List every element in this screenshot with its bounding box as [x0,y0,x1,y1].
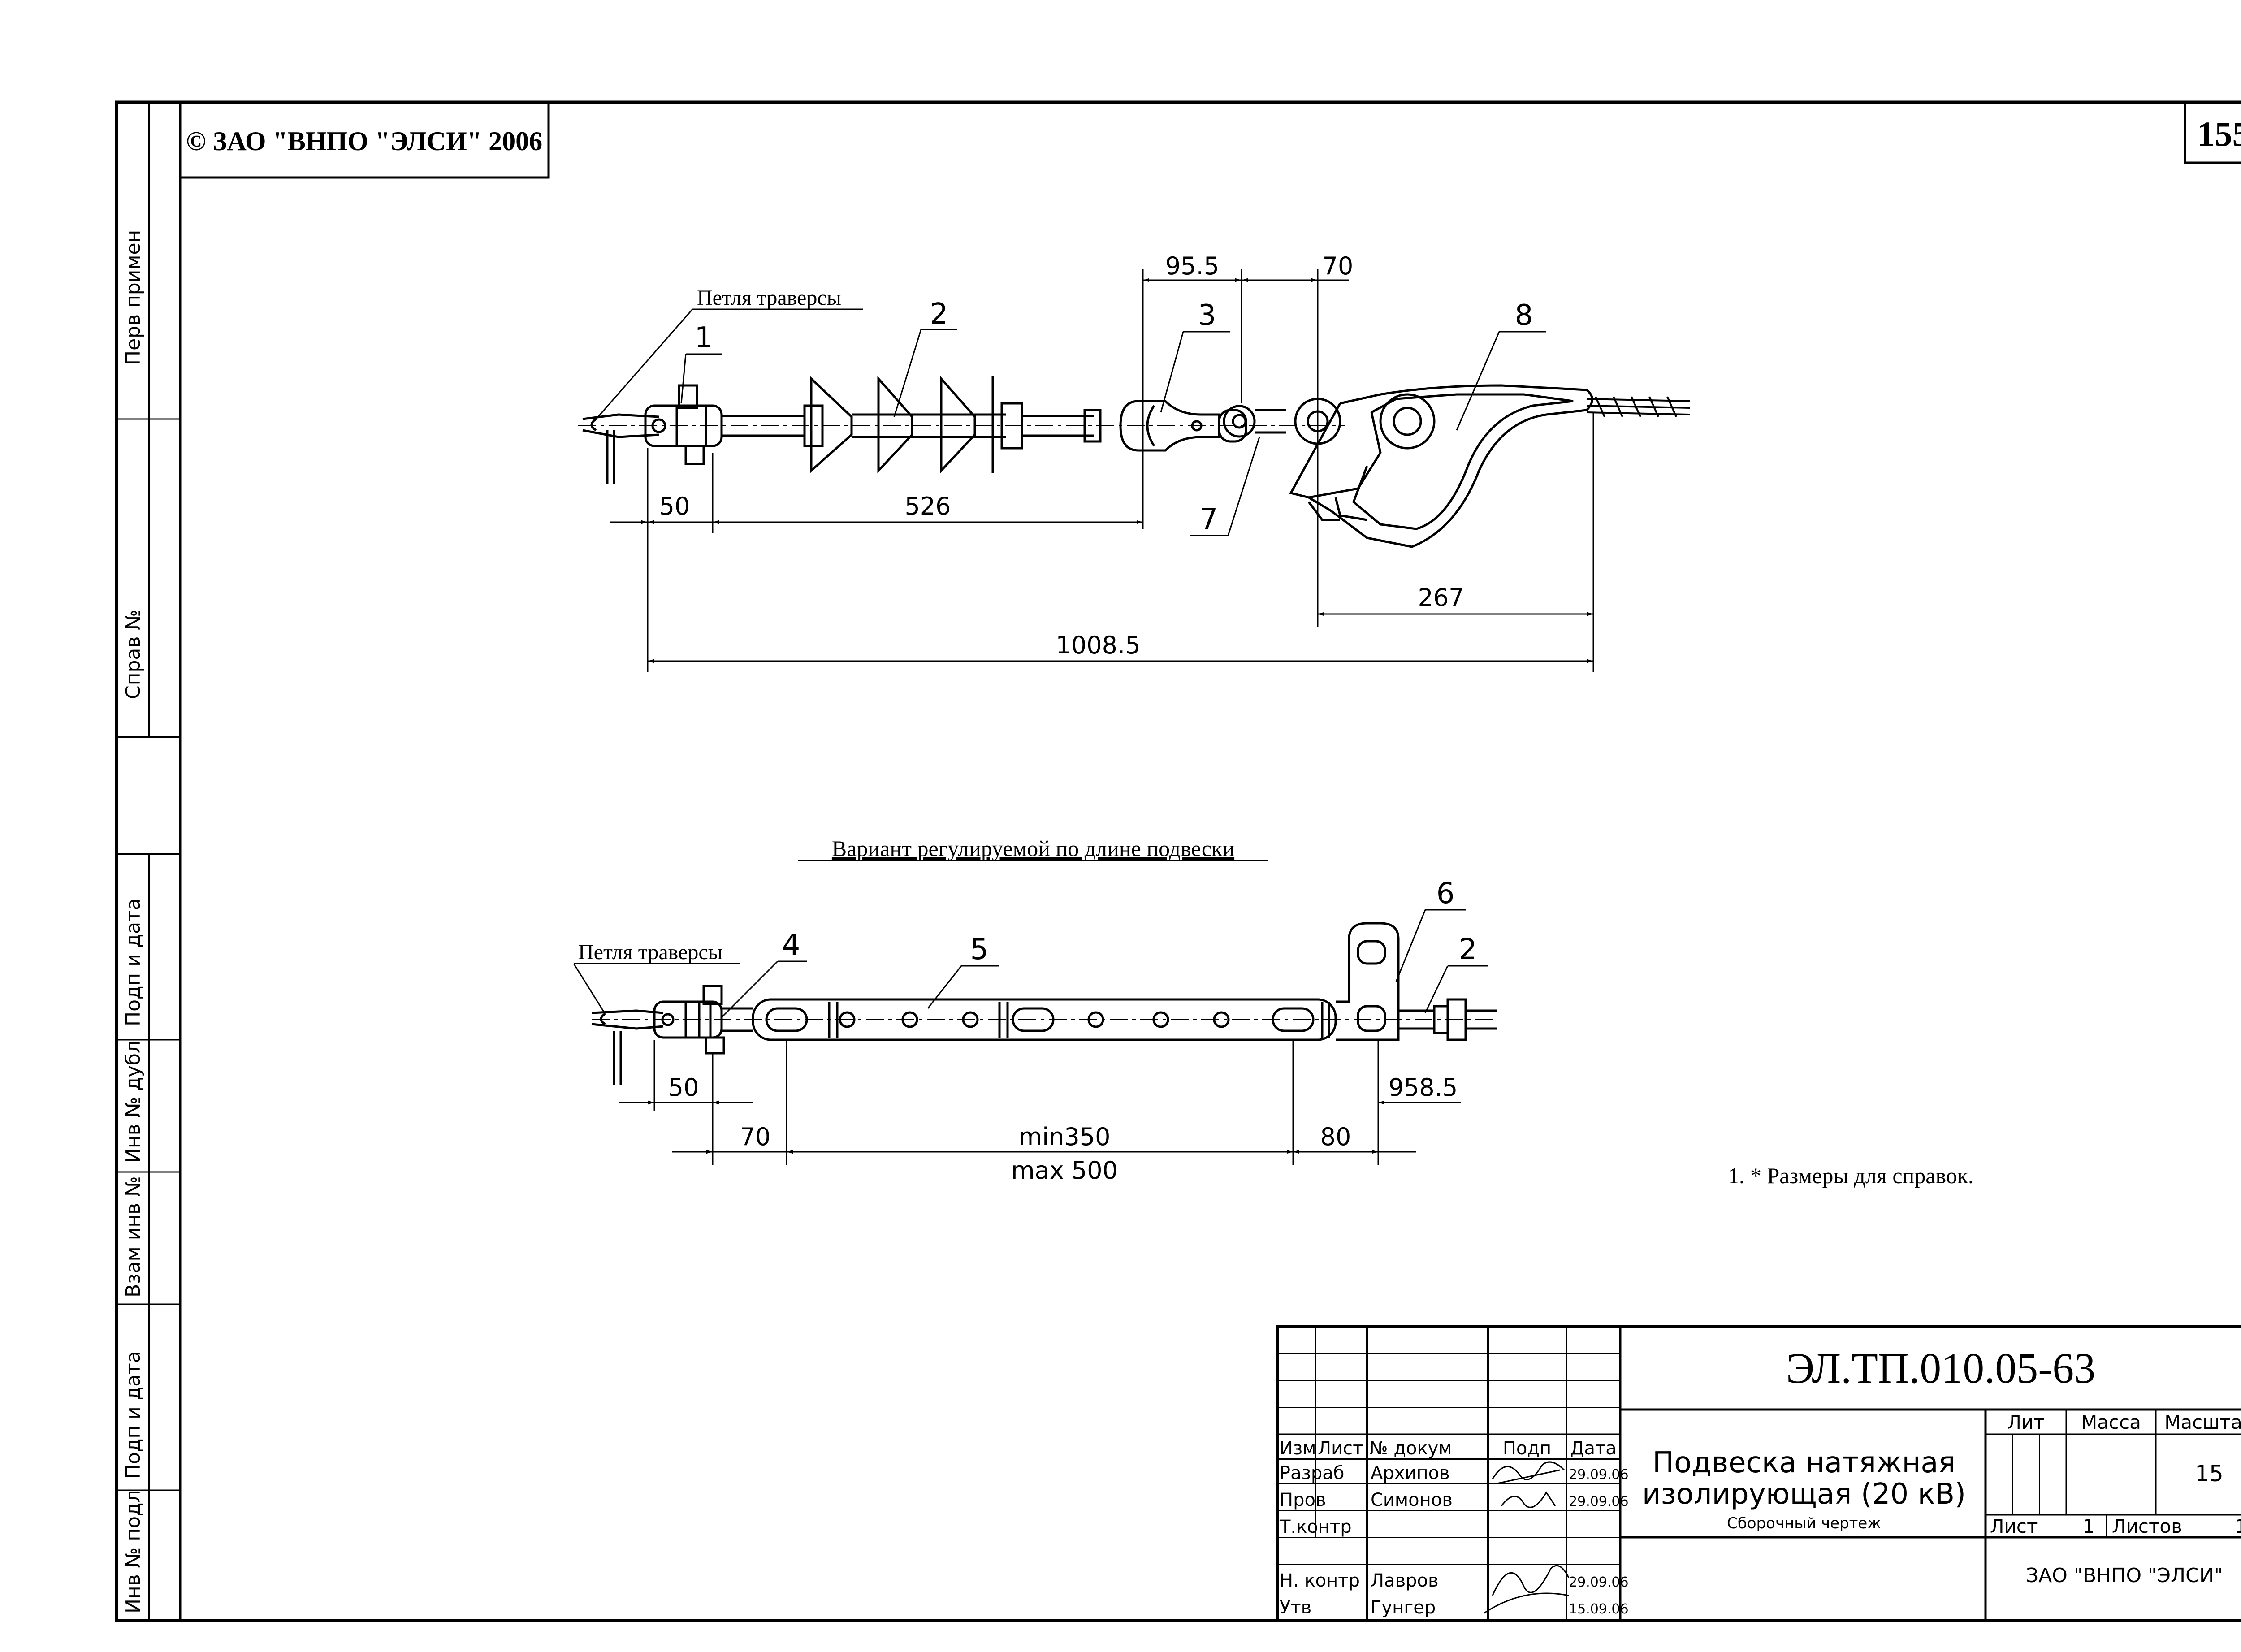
pos-2-top: 2 [930,298,948,331]
hdr-massa: Масса [2081,1411,2141,1433]
product-name-line1: Подвеска натяжная [1653,1446,1955,1479]
signatures [1483,1461,1570,1614]
date-razrab: 29.09.06 [1569,1467,1629,1483]
product-name-line2: изолирующая (20 кВ) [1642,1478,1966,1511]
role-utv: Утв [1280,1597,1311,1618]
bottom-leaders [573,909,1488,1018]
date-utv: 15.09.06 [1569,1601,1629,1617]
margin-inv-dubl: Инв № дубл [122,1041,145,1163]
sheet-value: 1 [2083,1515,2095,1537]
name-nkontr: Лавров [1371,1570,1439,1591]
dim-526: 526 [904,492,951,520]
conductor-top [1586,396,1690,417]
insulator-end-2 [1398,998,1497,1041]
bottom-dim-labels: 50 70 min350 max 500 80 958.5 [668,1073,1458,1185]
signature-razrab [1492,1461,1565,1484]
dim-958-5: 958.5 [1389,1073,1458,1102]
scale-value: 15 [2195,1461,2224,1487]
hdr-data: Дата [1570,1438,1617,1459]
dim-50-top: 50 [659,492,690,520]
copyright-box: © ЗАО "ВНПО "ЭЛСИ" 2006 [179,101,550,179]
page-number-box: 155 [2184,101,2241,164]
bottom-labels: Петля траверсы 4 5 6 2 [578,877,1477,966]
variant-title: Вариант регулируемой по длине подвески [832,836,1234,861]
pos-4: 4 [782,929,800,962]
top-labels: Петля траверсы 1 2 3 7 8 [695,286,1533,536]
hdr-doc-no: № докум [1369,1438,1452,1459]
margin-stamp: Перв примен Справ № Подп и дата Инв № ду… [122,230,145,1613]
dim-1008-5: 1008.5 [1056,631,1141,659]
bottom-dimensions [619,1040,1461,1165]
date-prov: 29.09.06 [1569,1494,1629,1509]
role-razrab: Разраб [1280,1463,1344,1483]
pos-5: 5 [970,933,989,966]
pos-2-bottom: 2 [1459,933,1477,966]
shackle-1 [644,384,723,465]
hdr-podp: Подп [1503,1438,1551,1459]
margin-sprav-no: Справ № [122,610,145,699]
link-7 [1223,405,1286,438]
hdr-masshtab: Масштаб [2164,1411,2241,1433]
role-prov: Пров [1280,1490,1326,1510]
doc-code: ЭЛ.ТП.010.05-63 [1786,1344,2095,1392]
hdr-list: Лист [1318,1438,1363,1459]
name-utv: Гунгер [1371,1597,1436,1618]
crossarm-loop-top [582,413,659,484]
role-tkontr: Т.контр [1279,1517,1352,1537]
dim-50-bottom: 50 [668,1073,699,1102]
dim-267: 267 [1418,584,1464,612]
org-name: ЗАО "ВНПО "ЭЛСИ" [2026,1564,2223,1587]
copyright-text: © ЗАО "ВНПО "ЭЛСИ" 2006 [186,126,542,156]
sheets-value: 1 [2235,1515,2241,1537]
pos-6: 6 [1436,877,1455,910]
insulator-2 [803,376,1102,474]
sheet-frame [115,100,2241,1622]
title-block-text: ЭЛ.ТП.010.05-63 Подвеска натяжная изолир… [1279,1344,2241,1618]
bottom-view [591,922,1497,1085]
dim-min350: min350 [1019,1123,1111,1151]
tension-clamp-8 [1289,384,1593,548]
date-nkontr: 29.09.06 [1569,1574,1629,1590]
label-crossarm-loop-bottom: Петля траверсы [578,940,722,964]
note-text: 1. * Размеры для справок. [1728,1163,1974,1188]
doc-type: Сборочный чертеж [1727,1514,1881,1532]
dim-80: 80 [1320,1123,1351,1151]
margin-podp-data-2: Подп и дата [122,1351,145,1479]
dim-70-top: 70 [1323,252,1354,280]
margin-podp-data-1: Подп и дата [122,898,145,1026]
hdr-listov: Листов [2112,1515,2182,1537]
dim-70-bottom: 70 [740,1123,771,1151]
margin-vzam-inv: Взам инв № [122,1176,145,1297]
pos-8: 8 [1515,299,1533,332]
top-view [578,376,1690,548]
margin-inv-podl: Инв № подл [122,1490,145,1613]
margin-perv-primen: Перв примен [122,230,145,365]
signature-prov [1501,1491,1556,1508]
dim-max500: max 500 [1011,1156,1118,1185]
dim-95-5: 95.5 [1165,252,1219,280]
page-number: 155 [2198,114,2241,153]
hdr-izm: Изм [1280,1438,1316,1459]
pos-3: 3 [1198,299,1216,332]
signature-nkontr [1483,1565,1570,1614]
top-dim-labels: 95.5 70 50 526 267 1008.5 [659,252,1464,659]
role-nkontr: Н. контр [1280,1570,1360,1591]
name-prov: Симонов [1371,1490,1453,1510]
top-leaders [595,308,1546,536]
hdr-list2: Лист [1990,1515,2038,1537]
bracket-6 [1336,922,1400,1041]
pos-1-top: 1 [695,321,713,355]
name-razrab: Архипов [1371,1463,1450,1483]
title-block [1276,1325,2241,1622]
label-crossarm-loop-top: Петля траверсы [697,286,841,310]
pos-7: 7 [1200,503,1218,536]
hdr-lit: Лит [2007,1411,2044,1433]
top-dimensions [610,269,1594,672]
